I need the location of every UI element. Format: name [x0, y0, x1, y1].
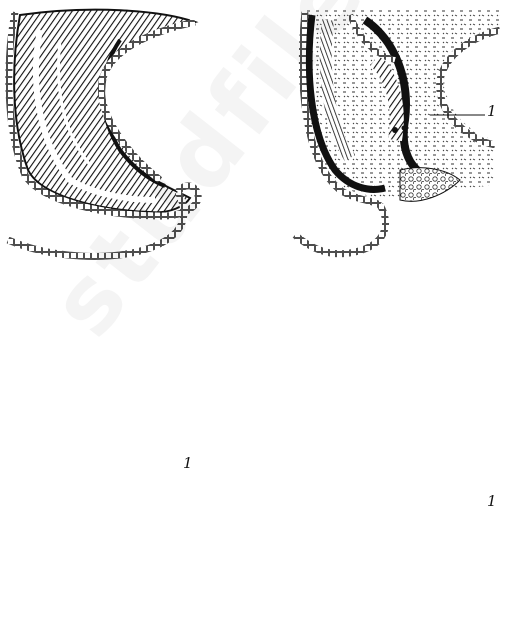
panel-b-label: 1: [487, 104, 497, 119]
panel-a-drawing: [8, 10, 198, 257]
panel-d-label: 1: [487, 494, 497, 509]
panel-b-drawing: [295, 10, 500, 254]
panel-c-label: 1: [183, 456, 193, 471]
